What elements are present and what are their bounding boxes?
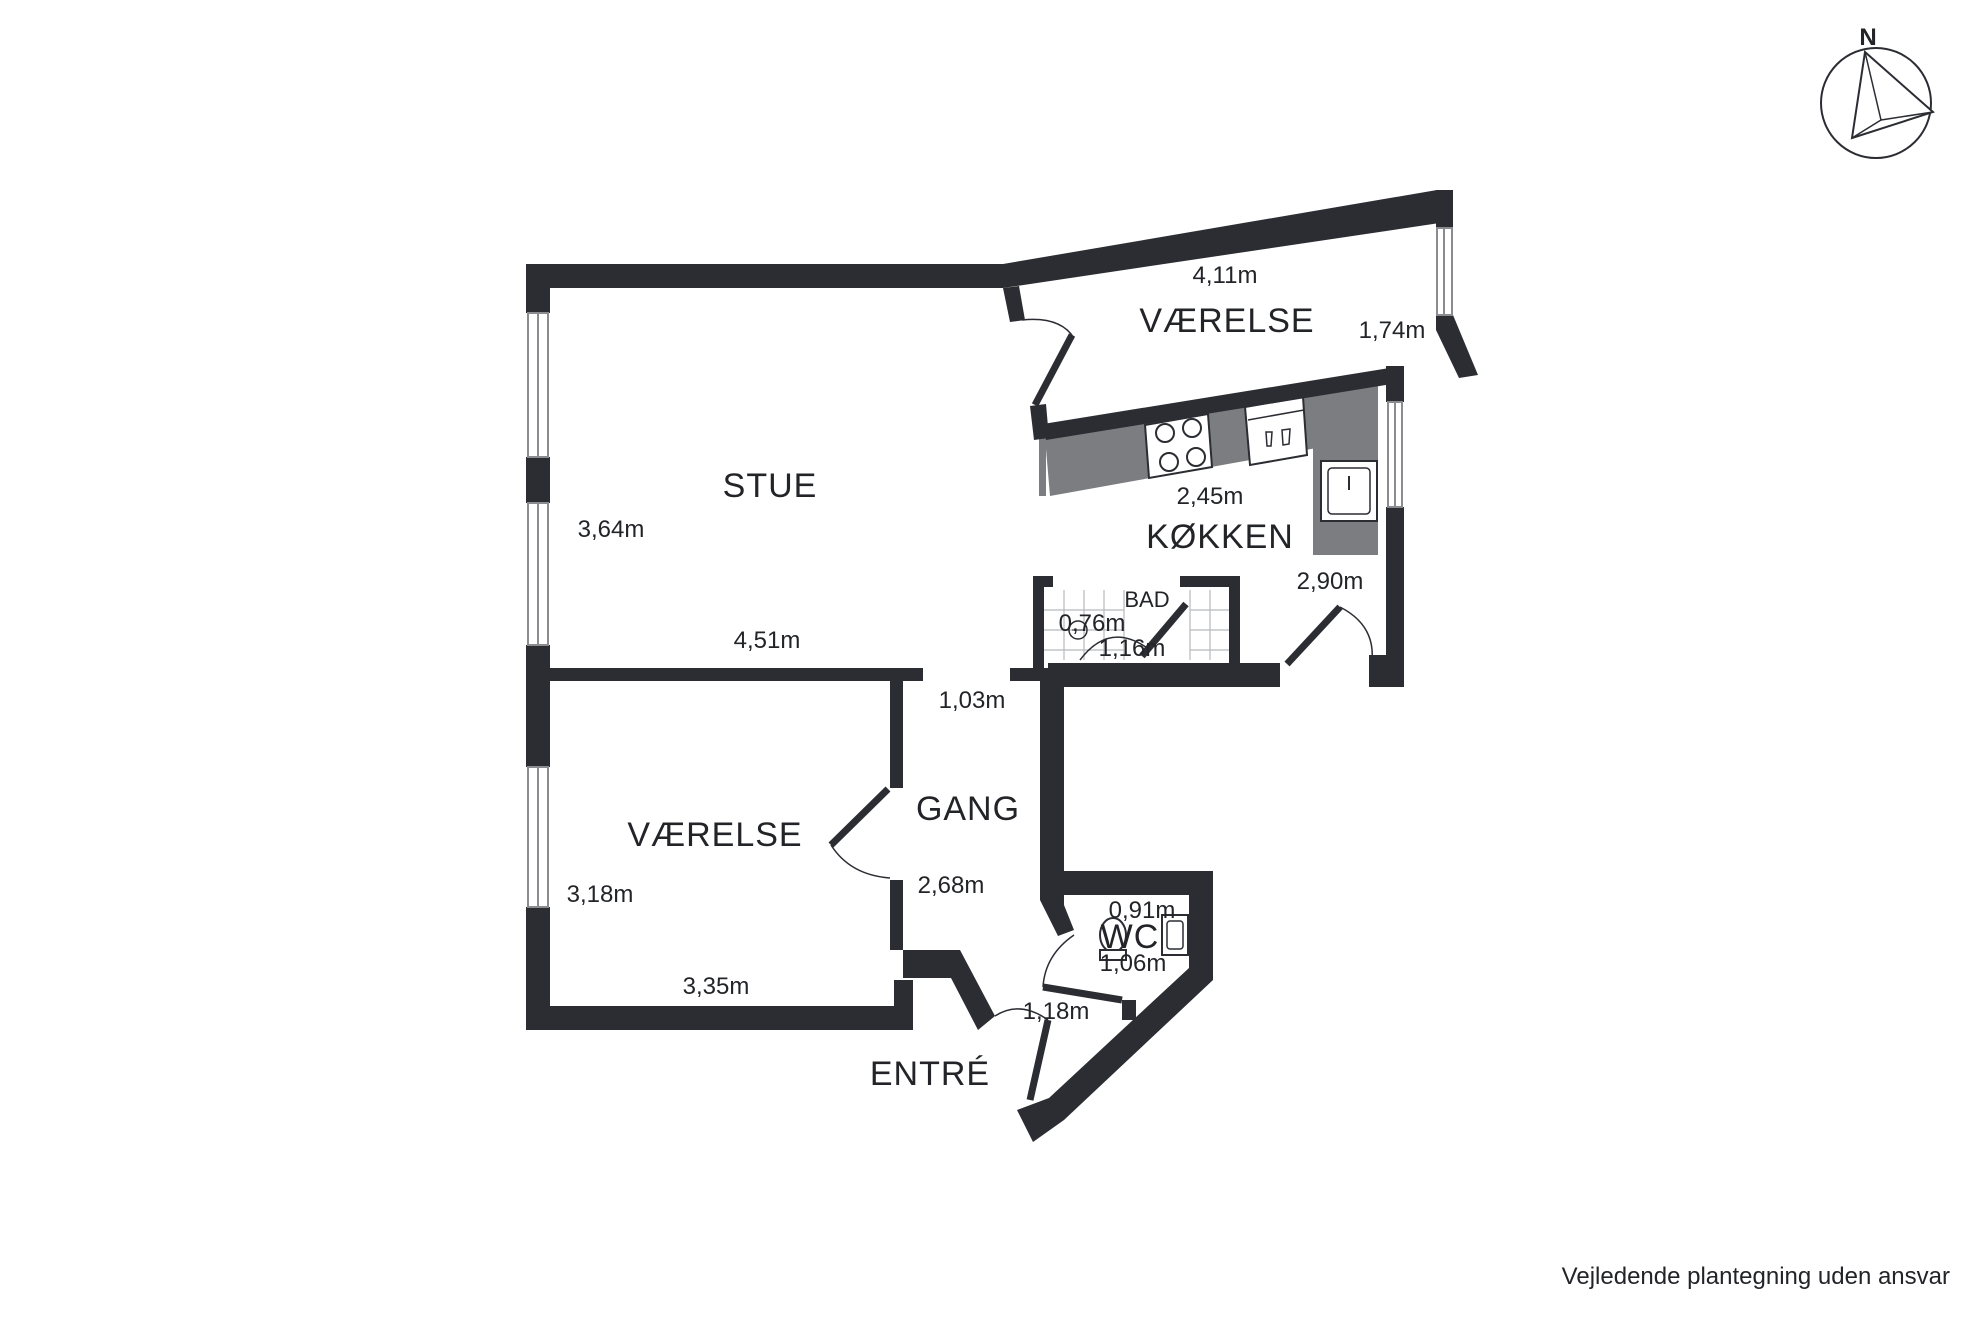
window-vaerelse-top (1436, 227, 1453, 316)
disclaimer-text: Vejledende plantegning uden ansvar (1561, 1263, 1950, 1290)
room-label-gang: GANG (916, 790, 1020, 828)
toilet-icon (1099, 917, 1127, 961)
dim-vaerelse-bottom-2: 3,35m (683, 973, 750, 1000)
dim-stue-2: 4,51m (734, 627, 801, 654)
compass-icon: N (1820, 24, 1935, 159)
door-vaerelse-bottom (828, 786, 891, 879)
dim-wc-1: 0,91m (1109, 897, 1176, 924)
sink-icon (1320, 460, 1378, 522)
dim-kokken-1: 2,45m (1177, 483, 1244, 510)
room-label-bad: BAD (1124, 587, 1169, 612)
door-bad (1079, 601, 1189, 661)
room-label-entre: ENTRÉ (870, 1055, 990, 1093)
window-kokken (1387, 401, 1403, 508)
window-stue-2 (527, 502, 549, 646)
room-label-kokken: KØKKEN (1146, 518, 1294, 556)
room-label-wc: WC (1101, 918, 1160, 956)
room-label-vaerelse-top: VÆRELSE (1139, 302, 1314, 340)
dim-gang-2: 2,68m (918, 872, 985, 899)
shower-drain-icon (1068, 620, 1088, 640)
room-label-stue: STUE (723, 467, 818, 505)
door-entre (994, 1008, 1052, 1101)
room-label-vaerelse-bottom: VÆRELSE (627, 816, 802, 854)
dim-vaerelse-top-2: 1,74m (1359, 317, 1426, 344)
walls (526, 190, 1478, 1142)
dim-bad-2: 1,16m (1099, 635, 1166, 662)
dim-wc-2: 1,06m (1100, 950, 1167, 977)
dim-vaerelse-bottom-1: 3,18m (567, 881, 634, 908)
door-kokken (1284, 604, 1373, 667)
dim-kokken-2: 2,90m (1297, 568, 1364, 595)
bathroom-tiles (1044, 590, 1232, 660)
door-vaerelse-top (1021, 318, 1076, 407)
dim-stue-1: 3,64m (578, 516, 645, 543)
window-stue-1 (527, 312, 549, 458)
wc-sink-icon (1161, 914, 1189, 956)
stove-icon (1143, 412, 1214, 480)
dishwasher-icon (1243, 395, 1309, 467)
compass-north-label: N (1859, 24, 1876, 51)
dim-gang-1: 1,03m (939, 687, 1006, 714)
dim-entre-1: 1,18m (1023, 998, 1090, 1025)
window-vaerelse-bottom (527, 766, 549, 908)
dim-vaerelse-top-1: 4,11m (1193, 262, 1258, 289)
dim-bad-1: 0,76m (1059, 610, 1126, 637)
door-wc (1042, 934, 1123, 1004)
